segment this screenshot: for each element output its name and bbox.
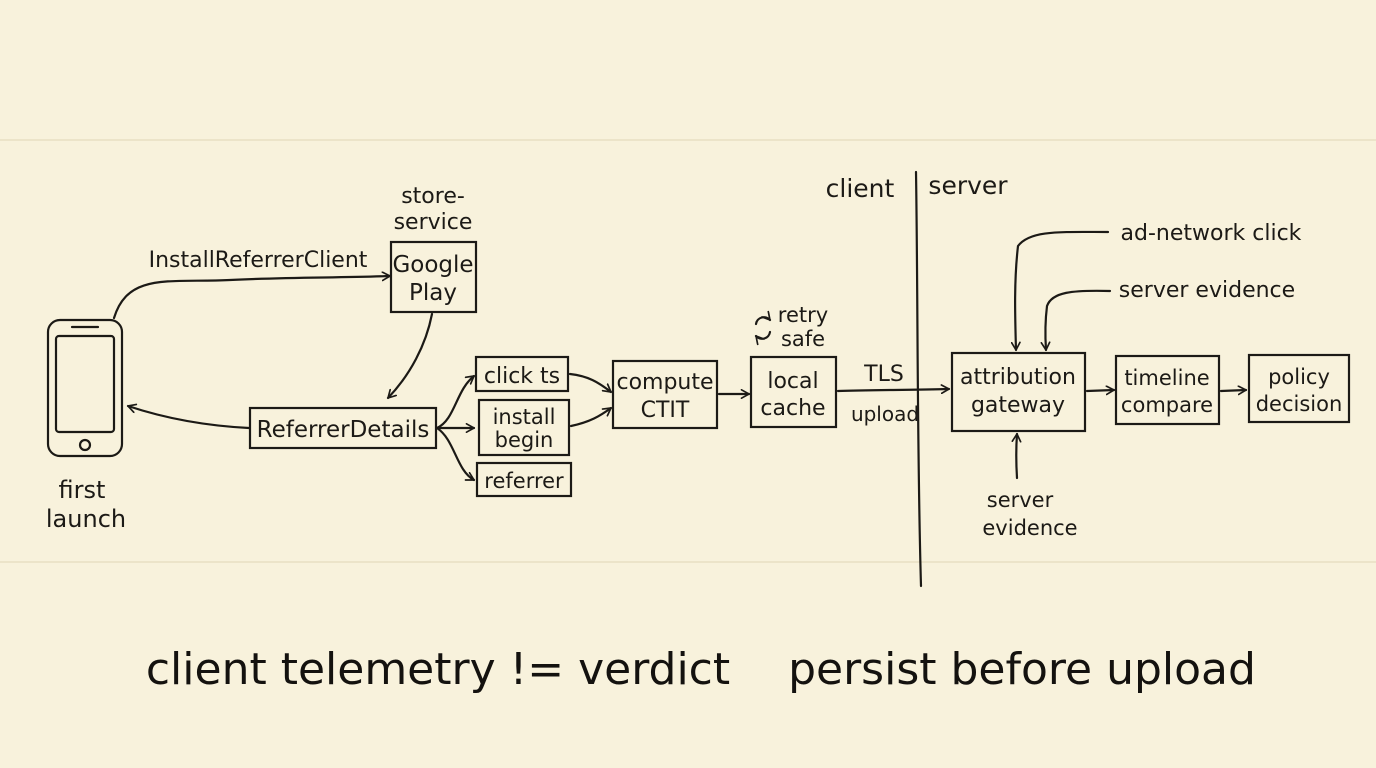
server-label: server xyxy=(928,171,1008,200)
timeline-compare-text: compare xyxy=(1121,393,1213,417)
arrow-ad-click-to-gateway xyxy=(1010,230,1110,352)
store-service-label: service xyxy=(394,210,473,235)
referrer-text: referrer xyxy=(484,469,564,493)
attribution-gateway-text: attribution xyxy=(960,365,1076,390)
footer-client-telemetry: client telemetry != verdict xyxy=(146,644,730,695)
first-launch-caption: first xyxy=(59,476,106,504)
referrer-box xyxy=(475,461,573,498)
google-play-box xyxy=(389,240,478,314)
compute-ctit-text: compute xyxy=(616,370,713,395)
policy-decision-text: policy xyxy=(1268,365,1330,389)
timeline-compare-box xyxy=(1114,354,1221,426)
local-cache-box xyxy=(749,355,838,429)
server-evidence-bottom-label: server xyxy=(987,488,1054,512)
server-evidence-bottom-label: evidence xyxy=(982,516,1077,540)
client-label: client xyxy=(826,174,895,203)
ad-network-click-label: ad-network click xyxy=(1121,221,1302,246)
retry-safe-note: retry xyxy=(778,303,828,327)
upload-label: upload xyxy=(851,402,919,426)
compute-ctit-text: CTIT xyxy=(641,398,690,423)
retry-safe-note: safe xyxy=(781,327,825,351)
tls-label: TLS xyxy=(863,362,904,387)
client-server-divider xyxy=(914,170,923,588)
arrow-to-click-ts xyxy=(435,374,476,430)
refresh-icon xyxy=(754,310,772,346)
attribution-gateway-text: gateway xyxy=(971,393,1065,418)
arrow-timeline-to-policy xyxy=(1219,385,1248,396)
smartphone-icon xyxy=(46,318,124,458)
google-play-text: Play xyxy=(409,280,457,306)
local-cache-text: local xyxy=(767,369,818,394)
arrow-store-to-details xyxy=(386,312,434,400)
compute-ctit-box xyxy=(611,359,719,430)
arrow-install-begin-to-compute xyxy=(569,406,613,428)
click-ts-box xyxy=(474,355,570,393)
arrow-tls-upload xyxy=(836,384,951,395)
store-service-label: store- xyxy=(401,184,465,209)
arrow-evidence-to-gateway xyxy=(1040,289,1112,352)
local-cache-text: cache xyxy=(760,396,825,421)
click-ts-text: click ts xyxy=(484,364,560,389)
footer-persist-before-upload: persist before upload xyxy=(788,644,1256,695)
install-begin-box xyxy=(477,398,571,457)
arrow-bottom-evidence-to-gateway xyxy=(1011,432,1022,480)
google-play-text: Google xyxy=(392,252,473,278)
arrow-details-to-phone xyxy=(126,403,251,430)
install-begin-text: install xyxy=(493,405,556,429)
referrer-details-text: ReferrerDetails xyxy=(257,417,430,443)
policy-decision-text: decision xyxy=(1256,392,1343,416)
arrow-gateway-to-timeline xyxy=(1085,385,1116,396)
arrow-phone-to-store xyxy=(112,271,392,320)
server-evidence-label: server evidence xyxy=(1119,278,1295,303)
attribution-gateway-box xyxy=(950,351,1087,433)
arrow-to-referrer xyxy=(435,426,476,482)
policy-decision-box xyxy=(1247,353,1351,424)
install-referrer-client-label: InstallReferrerClient xyxy=(149,248,368,273)
arrow-click-ts-to-compute xyxy=(568,372,613,394)
timeline-compare-text: timeline xyxy=(1124,366,1209,390)
first-launch-caption: launch xyxy=(46,505,126,533)
install-begin-text: begin xyxy=(495,428,554,452)
